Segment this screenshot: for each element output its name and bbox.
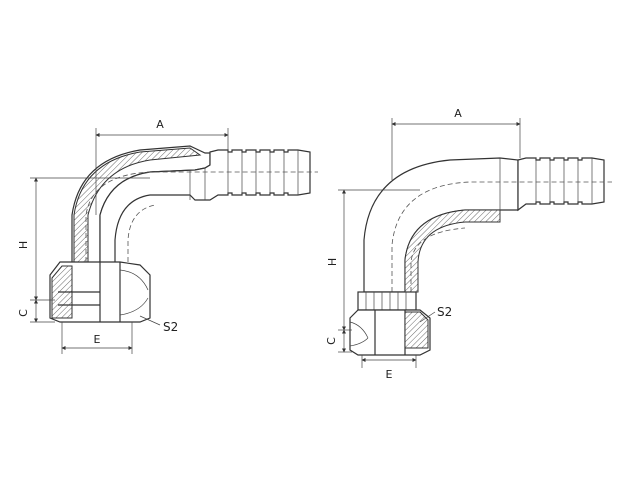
fitting-right: A H C E S2 — [325, 107, 612, 381]
left-s2-label: S2 — [163, 320, 178, 334]
right-dim-e-label: E — [386, 368, 393, 381]
right-nut — [349, 309, 431, 356]
right-dim-h-label: H — [326, 258, 339, 266]
left-dim-c-label: C — [17, 309, 30, 317]
right-dim-a-label: A — [454, 107, 462, 120]
fitting-left: A H C E S2 — [17, 118, 318, 354]
left-dim-h-label: H — [17, 241, 30, 249]
right-dim-c-label: C — [325, 337, 338, 345]
left-nut — [49, 261, 151, 323]
right-s2-label: S2 — [437, 305, 452, 319]
right-neck — [357, 291, 417, 311]
left-dim-a-label: A — [156, 118, 164, 131]
left-dim-e-label: E — [94, 333, 101, 346]
